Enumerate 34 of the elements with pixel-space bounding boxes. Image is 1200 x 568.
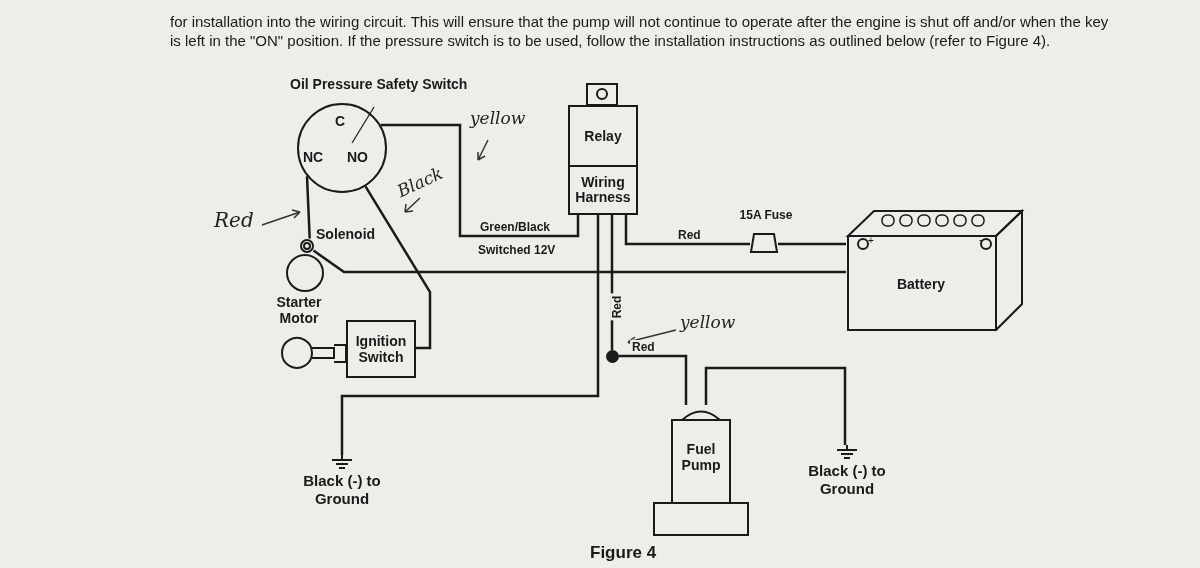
fuel-pump-label: Fuel Pump — [680, 441, 722, 473]
relay-box: Relay — [568, 105, 638, 167]
handwritten-note: yellow — [470, 108, 526, 128]
fuse-label: 15A Fuse — [738, 208, 794, 222]
wire — [380, 123, 580, 238]
wire — [364, 185, 432, 350]
terminal-label: NO — [347, 149, 368, 165]
terminal-label: C — [335, 113, 346, 129]
battery-label: Battery — [895, 276, 947, 292]
ground-label: Black (-) to Ground — [302, 472, 382, 508]
wire — [624, 215, 750, 246]
wire — [619, 354, 688, 405]
switch-title: Oil Pressure Safety Switch — [290, 76, 468, 92]
paragraph: for installation into the wiring circuit. This will ensure that the pump will not continue to operate after the engine is shut off and/or when the key is left in the "ON" position. If the pressure switch is to be used, follow the installation instructions as outlined below (refer to Figure 4). — [170, 12, 1110, 50]
wire-label: Red — [630, 340, 657, 354]
figure-caption: Figure 4 — [590, 543, 657, 563]
wire — [312, 249, 846, 274]
wire — [704, 366, 847, 445]
handwritten-note: yellow — [680, 312, 736, 332]
wire-label: Red — [676, 228, 703, 242]
wiring-harness-box: Wiring Harness — [568, 165, 638, 215]
terminal-sign: + — [868, 235, 874, 246]
handwritten-note: Red — [214, 208, 254, 232]
wire — [305, 176, 311, 239]
starter-motor-label: Starter Motor — [275, 294, 323, 326]
terminal-label: NC — [303, 149, 324, 165]
wire — [778, 242, 846, 246]
wire-label: Switched 12V — [478, 243, 556, 257]
wire — [340, 215, 600, 455]
ignition-switch-box: Ignition Switch — [346, 320, 416, 378]
wire-label: Green/Black — [478, 220, 553, 234]
solenoid-label: Solenoid — [316, 226, 376, 242]
terminal-sign: - — [979, 233, 983, 247]
ground-label: Black (-) to Ground — [807, 462, 887, 498]
